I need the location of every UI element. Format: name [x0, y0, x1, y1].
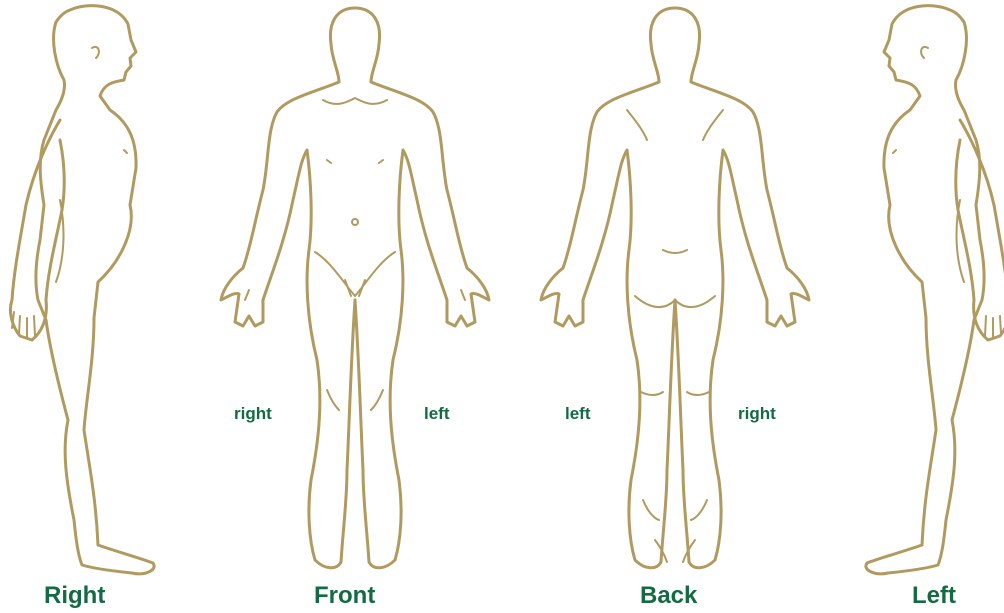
front-figure [215, 0, 505, 580]
back-figure [535, 0, 825, 580]
back-left-side-label: left [565, 404, 591, 424]
right-side-figure [0, 0, 170, 580]
front-view-label: Front [314, 582, 375, 610]
front-right-side-label: right [234, 404, 272, 424]
back-view-label: Back [640, 582, 697, 610]
right-view-label: Right [44, 582, 105, 610]
right-side-outline [0, 0, 170, 580]
back-outline [535, 0, 825, 580]
left-view-label: Left [912, 582, 956, 610]
front-left-side-label: left [424, 404, 450, 424]
left-side-outline [850, 0, 1004, 580]
front-outline [215, 0, 505, 580]
left-side-figure [850, 0, 1004, 580]
back-right-side-label: right [738, 404, 776, 424]
